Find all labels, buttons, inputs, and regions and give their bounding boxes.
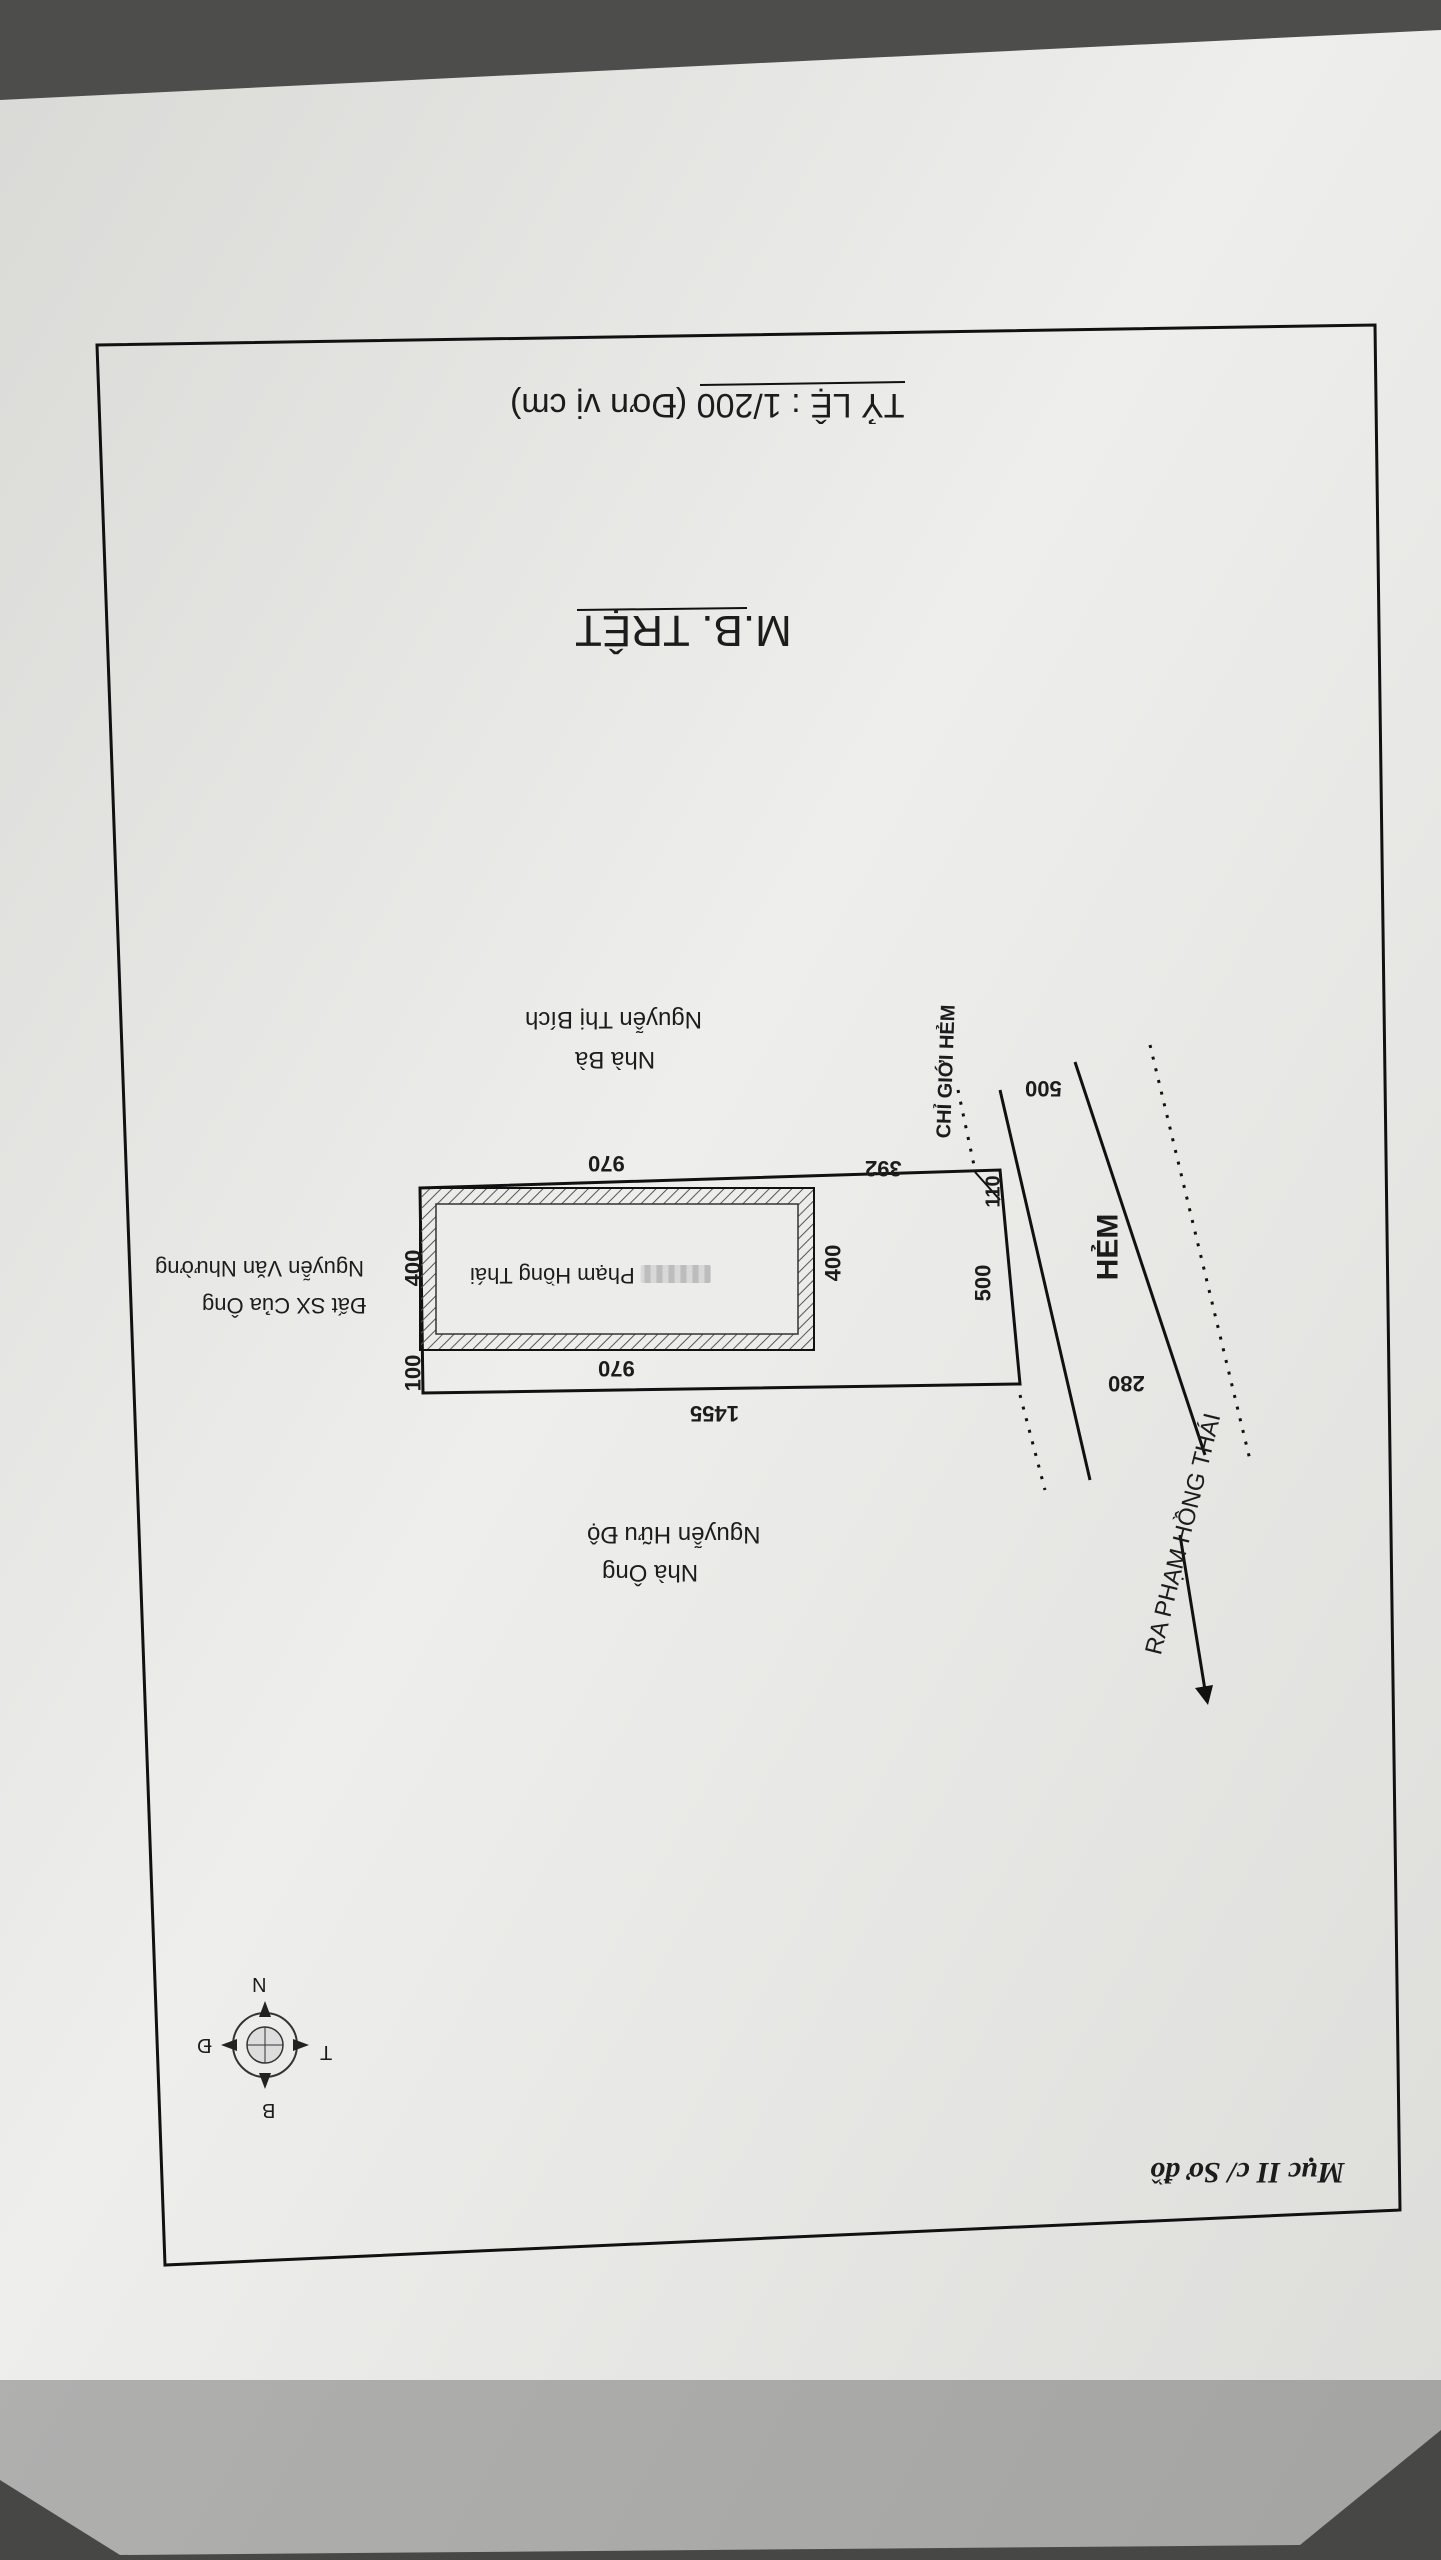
neighbor-top-line1: Nhà Bà <box>575 1046 656 1073</box>
dim-inner-length: 970 <box>598 1356 635 1381</box>
dim-lot-width: 500 <box>970 1264 996 1302</box>
alley-line-outer <box>1073 1061 1207 1456</box>
dim-top-length: 970 <box>588 1151 625 1176</box>
dim-right-house-width: 400 <box>400 1249 426 1287</box>
neighbor-right-line2: Nguyễn Văn Nhường <box>155 1256 364 1281</box>
scale-label: TỶ LỆ : 1/200 (Đơn vị cm) <box>510 386 905 424</box>
redacted-house-number <box>640 1264 711 1283</box>
dim-alley-back: 280 <box>1108 1371 1145 1396</box>
alley-boundary-dotted-2 <box>956 1089 977 1171</box>
house-address: Phạm Hồng Thái <box>470 1262 711 1288</box>
dim-house-width: 400 <box>820 1244 846 1282</box>
plan-title: M.B. TRỆT <box>575 606 792 655</box>
compass-east: Đ <box>197 2034 212 2056</box>
neighbor-right-line1: Đất SX Của Ông <box>202 1293 366 1318</box>
neighbor-bottom-line2: Nguyễn Hữu Độ <box>587 1521 761 1548</box>
alley-boundary-dotted <box>1148 1044 1252 1461</box>
dim-alley-front: 500 <box>1025 1076 1062 1101</box>
dim-setback-front: 392 <box>865 1156 902 1181</box>
section-label: Mục II c/ Sơ đồ <box>1150 2156 1345 2189</box>
compass-rose <box>221 2001 309 2089</box>
dim-total-length: 1455 <box>690 1401 739 1426</box>
neighbor-top-line2: Nguyễn Thị Bích <box>525 1006 702 1033</box>
dim-back-strip: 100 <box>400 1354 426 1392</box>
alley-line-inner <box>998 1089 1092 1481</box>
alley-boundary-dotted-3 <box>1018 1394 1047 1491</box>
compass-north: N <box>252 1973 267 1995</box>
direction-arrow-head <box>1195 1685 1213 1705</box>
alley-boundary-label: CHỈ GIỚI HẺM <box>933 1004 960 1139</box>
compass-west: T <box>320 2041 333 2063</box>
dim-corner-cut: 110 <box>982 1175 1005 1208</box>
compass-south: B <box>262 2099 276 2121</box>
neighbor-bottom-line1: Nhà Ông <box>602 1559 699 1586</box>
direction-arrow-line <box>1178 1534 1207 1691</box>
drawing-frame <box>95 323 1402 2267</box>
corner-cut-line <box>974 1171 1001 1201</box>
alley-label: HẺM <box>1091 1213 1125 1281</box>
